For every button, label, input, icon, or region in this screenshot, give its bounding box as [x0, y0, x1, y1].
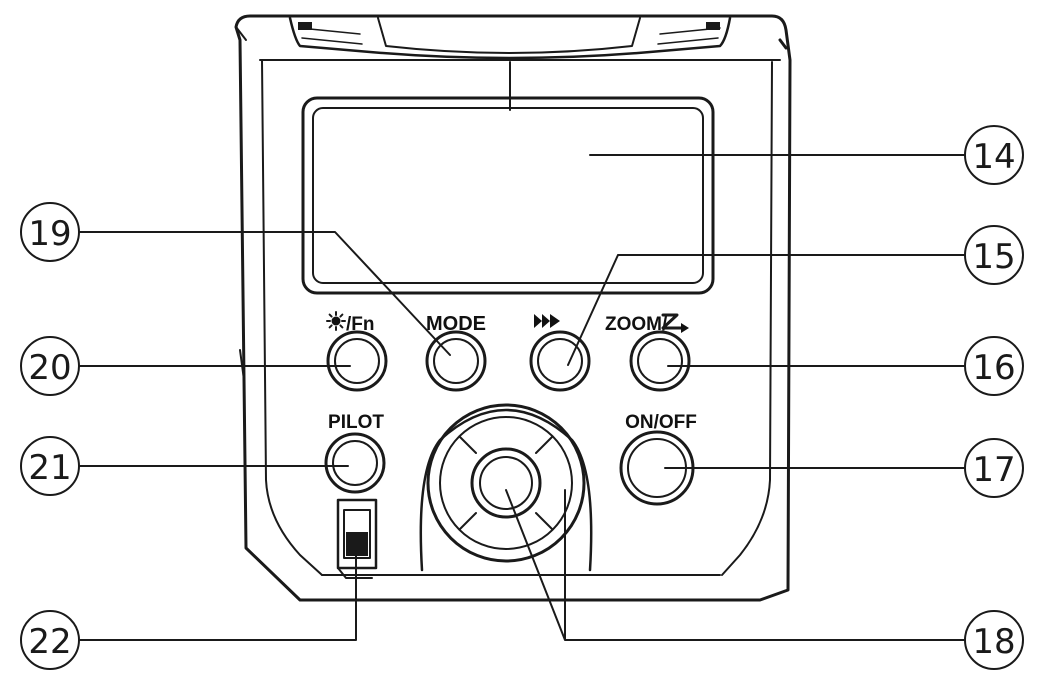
callout-19: 19	[20, 202, 80, 262]
control-dial[interactable]	[419, 403, 593, 572]
mode-label: MODE	[426, 313, 486, 335]
pilot-label: PILOT	[328, 412, 384, 433]
svg-text:18: 18	[972, 622, 1015, 662]
fn-button[interactable]	[326, 330, 388, 392]
svg-text:16: 16	[972, 348, 1015, 388]
svg-text:19: 19	[28, 214, 71, 254]
callout-20: 20	[20, 336, 80, 396]
svg-text:15: 15	[972, 237, 1015, 277]
svg-text:14: 14	[972, 137, 1015, 177]
callout-16: 16	[964, 336, 1024, 396]
onoff-label: ON/OFF	[625, 412, 697, 433]
zoom-label: ZOOM/	[605, 314, 668, 335]
lcd-display	[301, 96, 715, 295]
triple-triangle-icon	[534, 314, 560, 328]
svg-text:20: 20	[28, 348, 71, 388]
pilot-button[interactable]	[324, 432, 386, 494]
zoom-button[interactable]	[629, 330, 691, 392]
callout-15: 15	[964, 225, 1024, 285]
fn-label: /Fn	[346, 314, 375, 335]
leader-lines	[79, 61, 966, 641]
callout-18: 18	[964, 610, 1024, 670]
svg-text:17: 17	[972, 450, 1015, 490]
svg-text:22: 22	[28, 622, 71, 662]
dial-center-button[interactable]	[470, 447, 542, 519]
sun-icon	[326, 311, 346, 331]
multi-button[interactable]	[529, 330, 591, 392]
zoom-arrow-icon	[661, 313, 689, 333]
callout-22: 22	[20, 610, 80, 670]
flash-body-outline	[234, 14, 792, 602]
svg-text:21: 21	[28, 448, 71, 488]
callout-17: 17	[964, 438, 1024, 498]
top-bracket	[288, 16, 788, 60]
callout-21: 21	[20, 436, 80, 496]
mode-button[interactable]	[425, 330, 487, 392]
callout-14: 14	[964, 125, 1024, 185]
